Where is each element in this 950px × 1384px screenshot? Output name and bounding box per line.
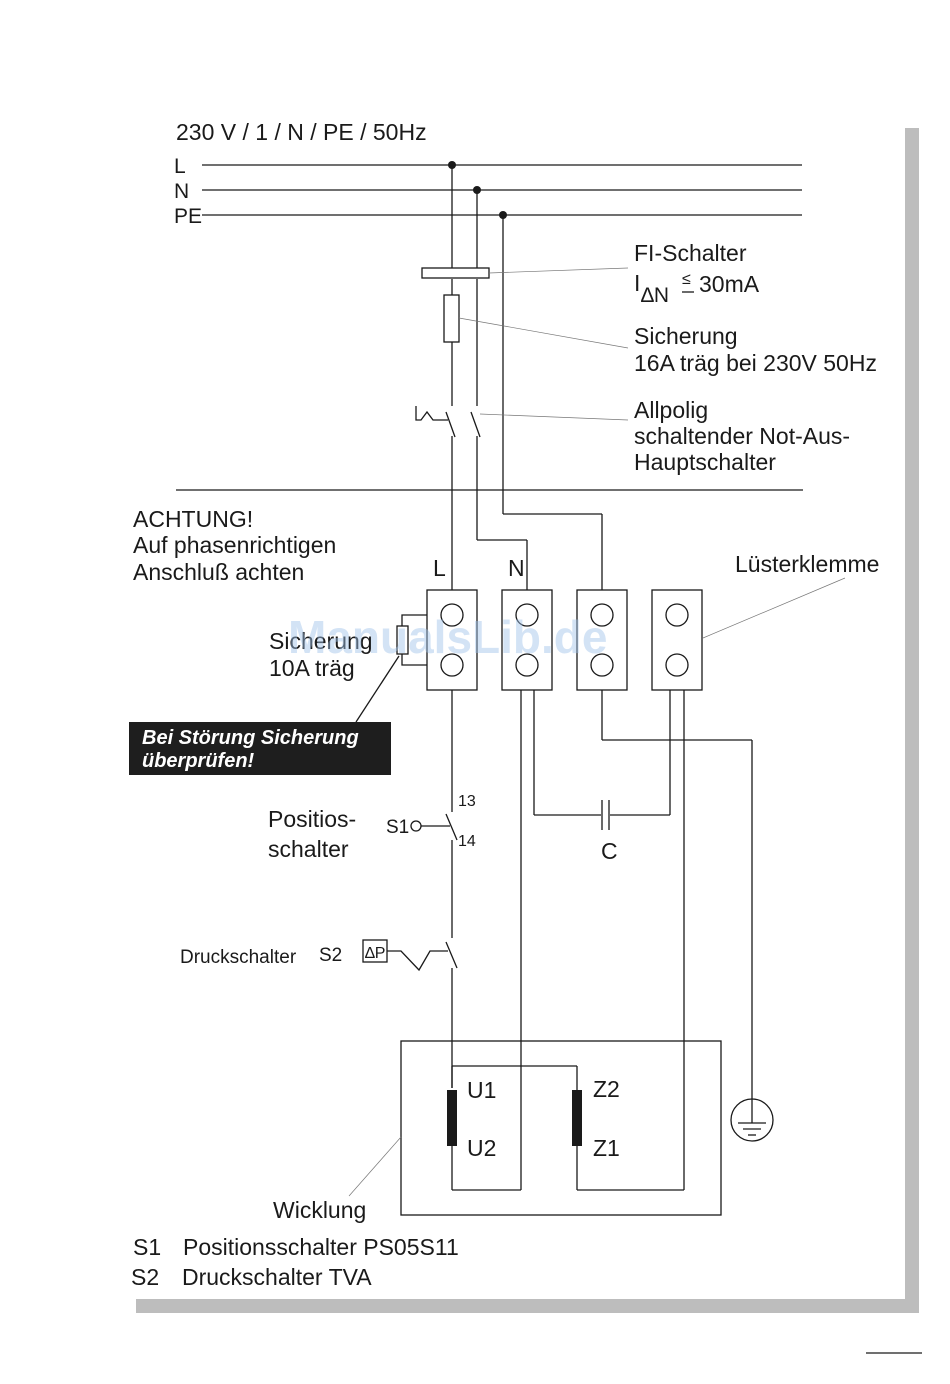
legend-text-2: Druckschalter TVA	[182, 1264, 372, 1290]
main-fuse-line2: 16A träg bei 230V 50Hz	[634, 350, 877, 376]
main-fuse-symbol	[443, 294, 460, 343]
line-n-label: N	[174, 180, 189, 203]
winding-u	[447, 1090, 457, 1146]
legend-code-2: S2	[131, 1264, 159, 1290]
position-switch-line2: schalter	[268, 836, 349, 862]
supply-lines: L N PE	[174, 155, 802, 228]
notice-background	[129, 722, 391, 775]
fi-sub: ∆N	[641, 284, 669, 307]
warning-line3: Anschluß achten	[133, 559, 304, 585]
winding-z	[572, 1090, 582, 1146]
notice-line2: überprüfen!	[142, 750, 255, 772]
motor-outline	[400, 1040, 722, 1216]
main-switch-line2: schaltender Not-Aus-	[634, 423, 850, 449]
fi-value: 30mA	[699, 271, 760, 297]
line-pe-label: PE	[174, 205, 202, 228]
winding-z2: Z2	[593, 1076, 620, 1102]
notice-line1: Bei Störung Sicherung	[142, 727, 359, 749]
winding-z1: Z1	[593, 1135, 620, 1161]
fi-le: ≤	[682, 271, 691, 288]
position-switch-roller	[410, 820, 422, 832]
main-switch: Allpolig schaltender Not-Aus- Hauptschal…	[415, 397, 850, 590]
fi-switch: FI-Schalter I ∆N ≤ 30mA	[421, 240, 760, 307]
small-fuse-line1: Sicherung	[269, 628, 373, 654]
l-path	[445, 690, 458, 1088]
notice-box: Bei Störung Sicherung überprüfen!	[129, 722, 391, 775]
main-switch-leader	[479, 413, 629, 421]
winding-leader	[348, 1136, 402, 1197]
warning-line1: ACHTUNG!	[133, 506, 253, 532]
main-fuse-leader	[458, 317, 629, 349]
watermark: ManualsLib.de	[288, 611, 607, 663]
terminal-title: Lüsterklemme	[735, 551, 879, 577]
feeder-wires	[451, 165, 603, 590]
winding-u1: U1	[467, 1077, 496, 1103]
winding-label: Wicklung	[273, 1197, 366, 1223]
position-switch: 13 14 S1 Positios- schalter	[268, 793, 476, 862]
fi-switch-symbol	[421, 267, 490, 279]
terminal-block: L N Lüsterklemme	[426, 551, 879, 691]
main-switch-line3: Hauptschalter	[634, 449, 776, 475]
legend-code-1: S1	[133, 1234, 161, 1260]
pressure-switch-label: Druckschalter	[180, 947, 297, 968]
position-switch-contact	[445, 813, 458, 841]
line-l-label: L	[174, 155, 186, 178]
fi-title: FI-Schalter	[634, 240, 747, 266]
legend-text-1: Positionsschalter PS05S11	[183, 1234, 459, 1260]
position-switch-pin-bottom: 14	[458, 833, 476, 850]
page-shadow-right	[905, 128, 919, 1300]
small-fuse-leader	[355, 655, 400, 723]
main-fuse-line1: Sicherung	[634, 323, 738, 349]
main-switch-line1: Allpolig	[634, 397, 708, 423]
n-and-capacitor-wires: C	[520, 690, 753, 1190]
small-fuse-line2: 10A träg	[269, 655, 355, 681]
pressure-switch-tag: S2	[319, 945, 342, 966]
main-fuse: Sicherung 16A träg bei 230V 50Hz	[443, 294, 877, 376]
pressure-switch-symbol: ∆P	[365, 945, 385, 962]
main-switch-actuator	[415, 406, 448, 421]
pressure-switch: ∆P Druckschalter S2	[180, 939, 448, 972]
small-fuse: Sicherung 10A träg	[269, 614, 427, 723]
warning-line2: Auf phasenrichtigen	[133, 532, 336, 558]
motor-winding: U1 U2 Z2 Z1 Wicklung	[273, 1040, 722, 1223]
position-switch-tag: S1	[386, 817, 409, 838]
legend: S1 Positionsschalter PS05S11 S2 Drucksch…	[131, 1234, 459, 1290]
ground-symbol	[730, 1098, 774, 1142]
position-switch-line1: Positios-	[268, 806, 356, 832]
pressure-switch-contact	[445, 941, 458, 969]
winding-u2: U2	[467, 1135, 496, 1161]
terminal-leader	[702, 577, 846, 639]
terminal-n-label: N	[508, 555, 525, 581]
fi-leader	[488, 267, 629, 274]
small-fuse-symbol	[396, 625, 409, 655]
terminal-l-label: L	[433, 555, 446, 581]
page-shadow-bottom	[136, 1299, 919, 1313]
position-switch-pin-top: 13	[458, 793, 476, 810]
fi-i: I	[634, 270, 640, 296]
supply-title: 230 V / 1 / N / PE / 50Hz	[176, 119, 427, 145]
capacitor-label: C	[601, 838, 618, 864]
